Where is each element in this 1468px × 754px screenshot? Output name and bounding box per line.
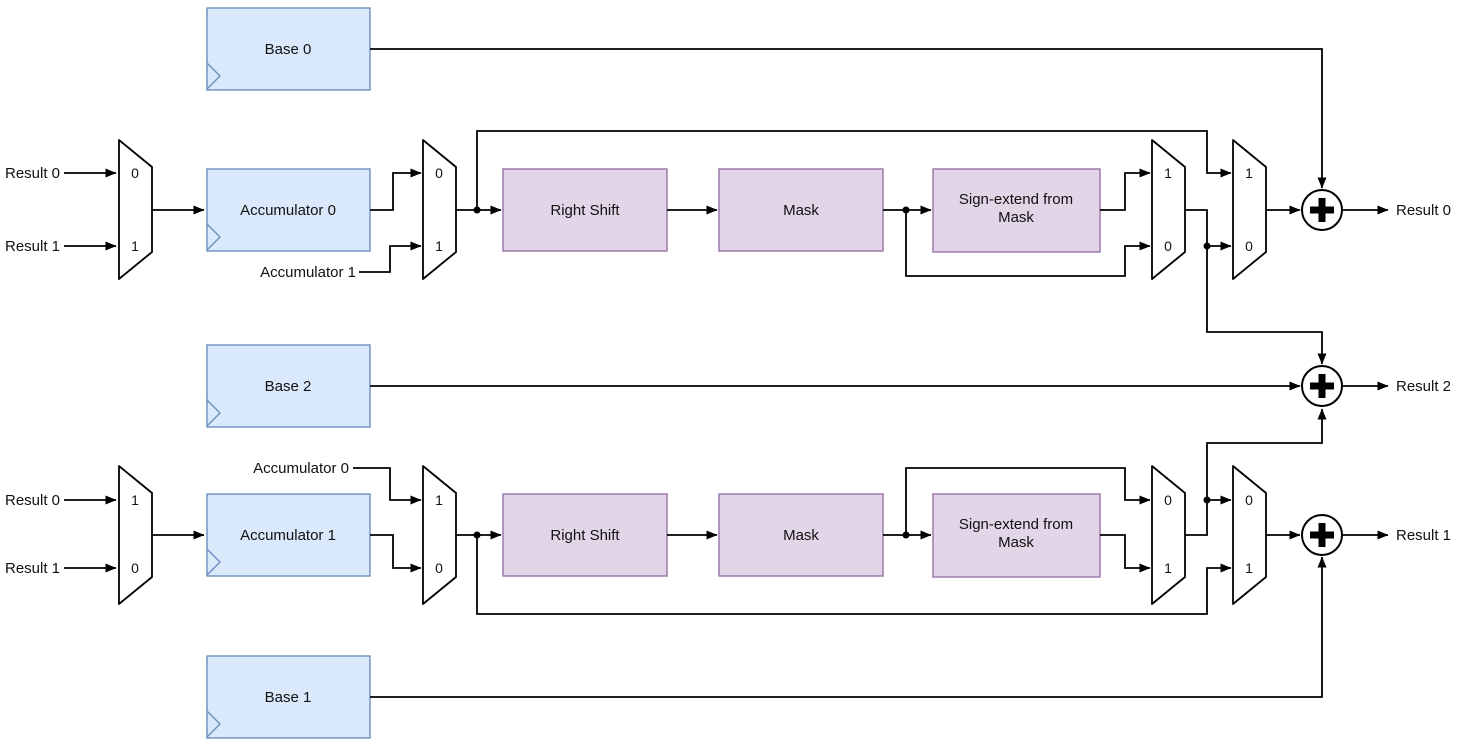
- mux-port-label: 1: [131, 238, 139, 254]
- wire-base0-to-adder: [370, 48, 1327, 189]
- output-label-result2: Result 2: [1396, 378, 1451, 395]
- clock-edge-icon: [206, 62, 221, 90]
- wire-base1-to-adder: [370, 556, 1327, 698]
- input-select-mux: [118, 139, 153, 280]
- result-select-mux: [1232, 465, 1267, 605]
- clock-edge-icon: [206, 548, 221, 576]
- output-label-result0: Result 0: [1396, 202, 1451, 219]
- mux-port-label: 1: [435, 492, 443, 508]
- sign-extend-label-line1: Sign-extend from: [959, 516, 1073, 533]
- plus-icon: [1310, 523, 1334, 547]
- base0-label: Base 0: [265, 41, 312, 58]
- wire-tap-to-result2-adder: [1206, 246, 1327, 365]
- wire-signext-bypass: [905, 210, 1151, 277]
- mux-port-label: 0: [131, 560, 139, 576]
- plus-icon: [1310, 198, 1334, 222]
- mux-port-label: 1: [1164, 165, 1172, 181]
- mux-port-label: 0: [1245, 238, 1253, 254]
- mux-port-label: 0: [131, 165, 139, 181]
- clock-edge-icon: [206, 399, 221, 427]
- mask-label: Mask: [783, 202, 819, 219]
- accumulator0-label: Accumulator 0: [240, 202, 336, 219]
- sign-extend-label-line2: Mask: [998, 209, 1034, 226]
- clock-edge-icon: [206, 223, 221, 251]
- wire-signext-out: [1100, 168, 1151, 211]
- mask-label: Mask: [783, 527, 819, 544]
- cross-feed-label: Accumulator 0: [253, 460, 349, 477]
- mask-unit: [718, 493, 884, 577]
- clock-edge-icon: [206, 710, 221, 738]
- accumulator1-register: [206, 493, 371, 577]
- base2-register: [206, 344, 371, 428]
- output-label-result1: Result 1: [1396, 527, 1451, 544]
- accumulator0-register: [206, 168, 371, 252]
- plus-icon: [1310, 374, 1334, 398]
- operand-select-mux: [422, 465, 457, 605]
- mux-port-label: 1: [1245, 560, 1253, 576]
- input-label-result0: Result 0: [5, 165, 60, 182]
- mux-port-label: 0: [1245, 492, 1253, 508]
- cross-feed-label: Accumulator 1: [260, 264, 356, 281]
- accumulator1-label: Accumulator 1: [240, 527, 336, 544]
- mux-port-label: 0: [1164, 492, 1172, 508]
- base0-register: [206, 7, 371, 91]
- sign-extend-label-line2: Mask: [998, 534, 1034, 551]
- wire-tap-to-result2-adder: [1206, 408, 1327, 500]
- input-label-result1: Result 1: [5, 238, 60, 255]
- wire-signext-mux-out: [1185, 209, 1232, 251]
- mux-port-label: 0: [435, 165, 443, 181]
- mux-port-label: 1: [131, 492, 139, 508]
- input-select-mux: [118, 465, 153, 605]
- base1-label: Base 1: [265, 689, 312, 706]
- wire-cross-feed: [353, 467, 422, 505]
- base2-label: Base 2: [265, 378, 312, 395]
- operand-select-mux: [422, 139, 457, 280]
- middle-result2-path: Base 2 Result 2: [206, 344, 1451, 428]
- wire-signext-out: [1100, 534, 1151, 573]
- adder: [1301, 365, 1343, 407]
- top-datapath: Result 0 Result 1 0 1 Accumulator 0 Accu…: [5, 7, 1451, 365]
- wire-raw-feedback: [476, 130, 1232, 210]
- sign-extend-select-mux: [1151, 139, 1186, 280]
- mux-port-label: 1: [435, 238, 443, 254]
- bottom-datapath: Result 0 Result 1 1 0 Accumulator 1 Accu…: [5, 408, 1451, 739]
- right-shift-label: Right Shift: [550, 527, 620, 544]
- mux-port-label: 0: [1164, 238, 1172, 254]
- wire-signext-bypass: [905, 467, 1151, 535]
- sign-extend-unit: [932, 493, 1101, 578]
- input-label-result1: Result 1: [5, 560, 60, 577]
- right-shift-unit: [502, 168, 668, 252]
- right-shift-label: Right Shift: [550, 202, 620, 219]
- sign-extend-label-line1: Sign-extend from: [959, 191, 1073, 208]
- adder: [1301, 189, 1343, 231]
- result-select-mux: [1232, 139, 1267, 280]
- input-label-result0: Result 0: [5, 492, 60, 509]
- wire-raw-feedback: [476, 535, 1232, 615]
- sign-extend-select-mux: [1151, 465, 1186, 605]
- wire-accumulator-to-operand-mux: [370, 534, 422, 573]
- adder: [1301, 514, 1343, 556]
- wire-cross-feed: [359, 241, 422, 273]
- mux-port-label: 1: [1245, 165, 1253, 181]
- wire-accumulator-to-operand-mux: [370, 168, 422, 211]
- wire-signext-mux-out: [1185, 495, 1232, 536]
- mux-port-label: 0: [435, 560, 443, 576]
- mux-port-label: 1: [1164, 560, 1172, 576]
- sign-extend-unit: [932, 168, 1101, 253]
